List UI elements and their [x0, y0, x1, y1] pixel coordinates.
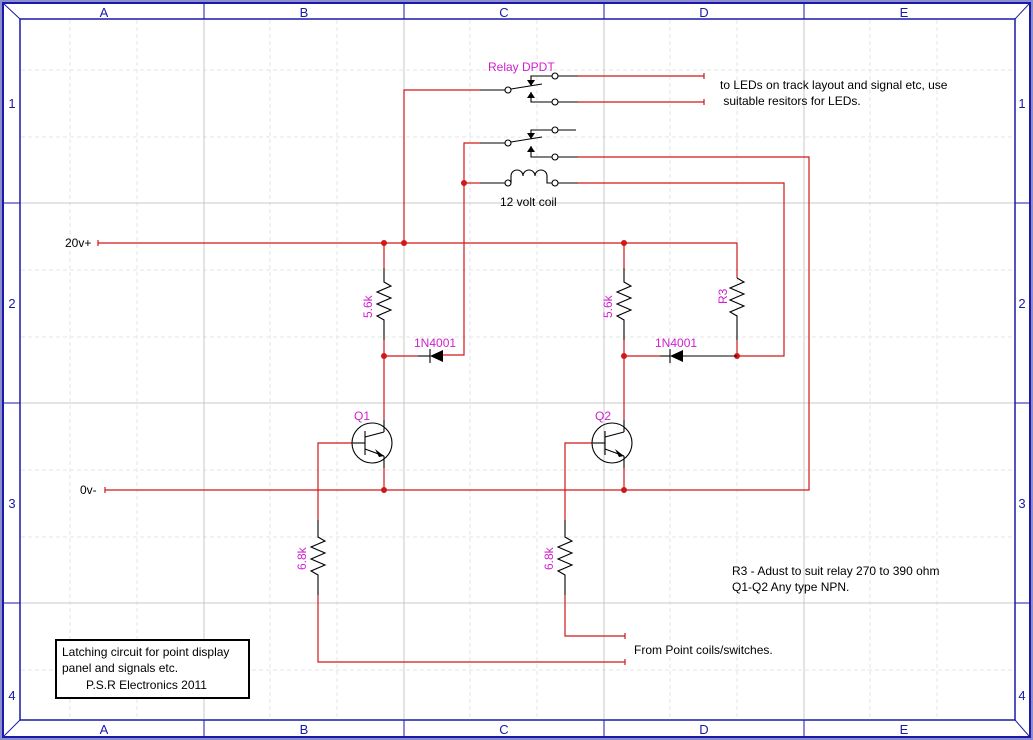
coil-label: 12 volt coil [500, 195, 557, 209]
row-label-left: 3 [8, 496, 15, 511]
relay-coil-icon [510, 169, 552, 184]
q1-label: Q1 [354, 409, 370, 423]
inputs-note: From Point coils/switches. [634, 643, 773, 657]
positive-rail-wire [98, 242, 738, 278]
resistor-r5 [556, 520, 574, 595]
q2-input-wire [564, 595, 625, 637]
relay-dpdt [480, 72, 578, 187]
q1-input-wire [317, 595, 625, 663]
resistor-r3 [728, 277, 746, 340]
led-note-line1: to LEDs on track layout and signal etc, … [720, 78, 948, 92]
col-label-top: A [100, 5, 109, 20]
zone-labels: A B C D E A B C D E 1 2 3 4 1 2 3 4 [8, 5, 1025, 737]
q2-label: Q2 [595, 409, 611, 423]
col-label-bottom: A [100, 722, 109, 737]
border-ticks [4, 4, 1029, 736]
row-label-right: 3 [1018, 496, 1025, 511]
row-label-right: 4 [1018, 688, 1025, 703]
corner-tr [1014, 3, 1030, 20]
diode-d1 [418, 349, 443, 363]
drawing-area [19, 18, 1016, 721]
d2-label: 1N4001 [655, 336, 697, 350]
col-label-top: E [900, 5, 909, 20]
corner-tl [3, 3, 21, 20]
r4-label: 6.8k [295, 546, 309, 570]
q1-base-wire [317, 442, 353, 520]
resistor-r4 [309, 520, 327, 595]
row-label-left: 4 [8, 688, 15, 703]
resistor-r2 [615, 268, 633, 340]
col-label-top: C [499, 5, 508, 20]
corner-br [1014, 719, 1030, 737]
wires [97, 73, 810, 665]
col-label-top: D [699, 5, 708, 20]
title-line3: P.S.R Electronics 2011 [86, 678, 207, 692]
r3-label: R3 [716, 288, 730, 304]
d1-label: 1N4001 [414, 336, 456, 350]
led-note-line2: suitable resitors for LEDs. [720, 94, 861, 108]
r1-label: 5.6k [361, 294, 375, 318]
col-label-bottom: D [699, 722, 708, 737]
title-block: Latching circuit for point display panel… [55, 639, 250, 699]
relay-common-1-wire [403, 89, 480, 243]
col-label-bottom: B [300, 722, 309, 737]
relay-common-2-wire [442, 142, 480, 356]
title-line2: panel and signals etc. [62, 661, 178, 675]
row-label-right: 2 [1018, 296, 1025, 311]
r5-label: 6.8k [542, 546, 556, 570]
row-label-left: 1 [8, 96, 15, 111]
r2-label: 5.6k [601, 294, 615, 318]
r3-note-line2: Q1-Q2 Any type NPN. [732, 580, 849, 594]
r3-note-line1: R3 - Adust to suit relay 270 to 390 ohm [732, 564, 939, 578]
title-line1: Latching circuit for point display [62, 645, 229, 659]
transistor-q1 [351, 356, 393, 468]
negative-rail-wire [105, 156, 810, 491]
positive-rail-label: 20v+ [65, 236, 91, 250]
row-label-left: 2 [8, 296, 15, 311]
negative-rail-label: 0v- [80, 483, 97, 497]
junction-nodes [381, 180, 740, 493]
row-label-right: 1 [1018, 96, 1025, 111]
col-label-top: B [300, 5, 309, 20]
diode-d2 [660, 349, 737, 363]
coil-return-wire [578, 182, 785, 357]
transistor-q2 [591, 356, 633, 468]
col-label-bottom: E [900, 722, 909, 737]
col-label-bottom: C [499, 722, 508, 737]
resistor-r1 [375, 268, 393, 340]
corner-bl [3, 719, 21, 737]
q2-base-wire [564, 442, 593, 520]
relay-label: Relay DPDT [488, 60, 555, 74]
